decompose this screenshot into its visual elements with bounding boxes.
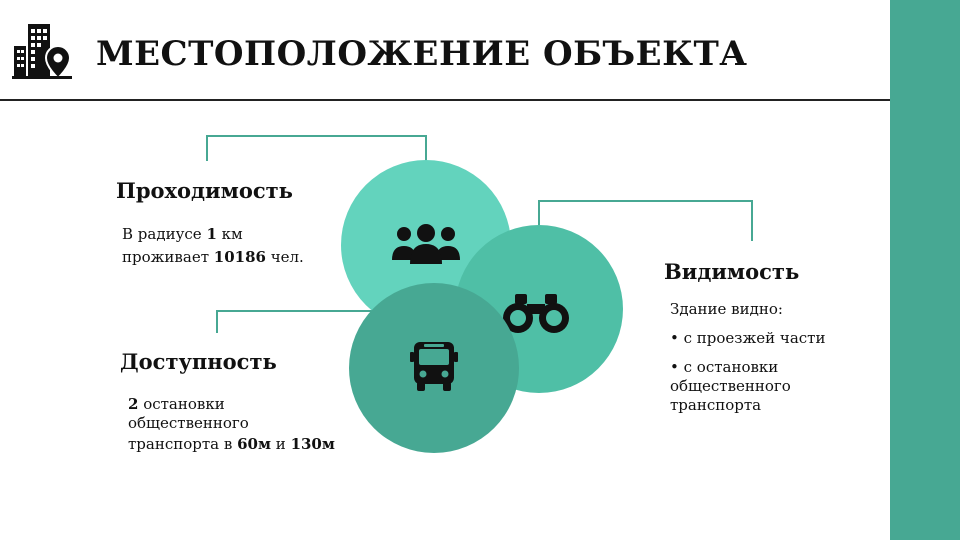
visibility-bullet: • с остановки общественного транспорта [670, 358, 791, 414]
right-sidebar-bar [890, 0, 960, 540]
connector-traffic [206, 135, 427, 161]
binoculars-icon [503, 294, 569, 333]
people-icon [392, 224, 460, 264]
traffic-line-1: В радиусе 1 км [122, 225, 243, 243]
header-divider [0, 99, 890, 101]
visibility-heading: Видимость [664, 259, 800, 284]
access-heading: Доступность [120, 349, 277, 374]
access-line-1: 2 остановки [128, 395, 225, 413]
access-text: 2 остановки общественного транспорта в 6… [128, 395, 358, 454]
visibility-intro: Здание видно: [670, 300, 783, 318]
page-title: МЕСТОПОЛОЖЕНИЕ ОБЪЕКТА [96, 34, 748, 74]
access-circle [349, 283, 519, 453]
visibility-text: Здание видно: • с проезжей части • с ост… [670, 300, 845, 415]
traffic-heading: Проходимость [116, 178, 293, 203]
traffic-line-2: проживает 10186 чел. [122, 248, 304, 266]
building-location-icon [12, 24, 72, 80]
connector-visibility [538, 200, 753, 241]
bus-icon [410, 342, 458, 391]
traffic-text: В радиусе 1 км проживает 10186 чел. [122, 223, 342, 269]
visibility-bullet: • с проезжей части [670, 329, 826, 347]
connector-access [216, 310, 436, 333]
access-line-3: транспорта в 60м и 130м [128, 435, 335, 453]
access-line-2: общественного [128, 414, 249, 432]
